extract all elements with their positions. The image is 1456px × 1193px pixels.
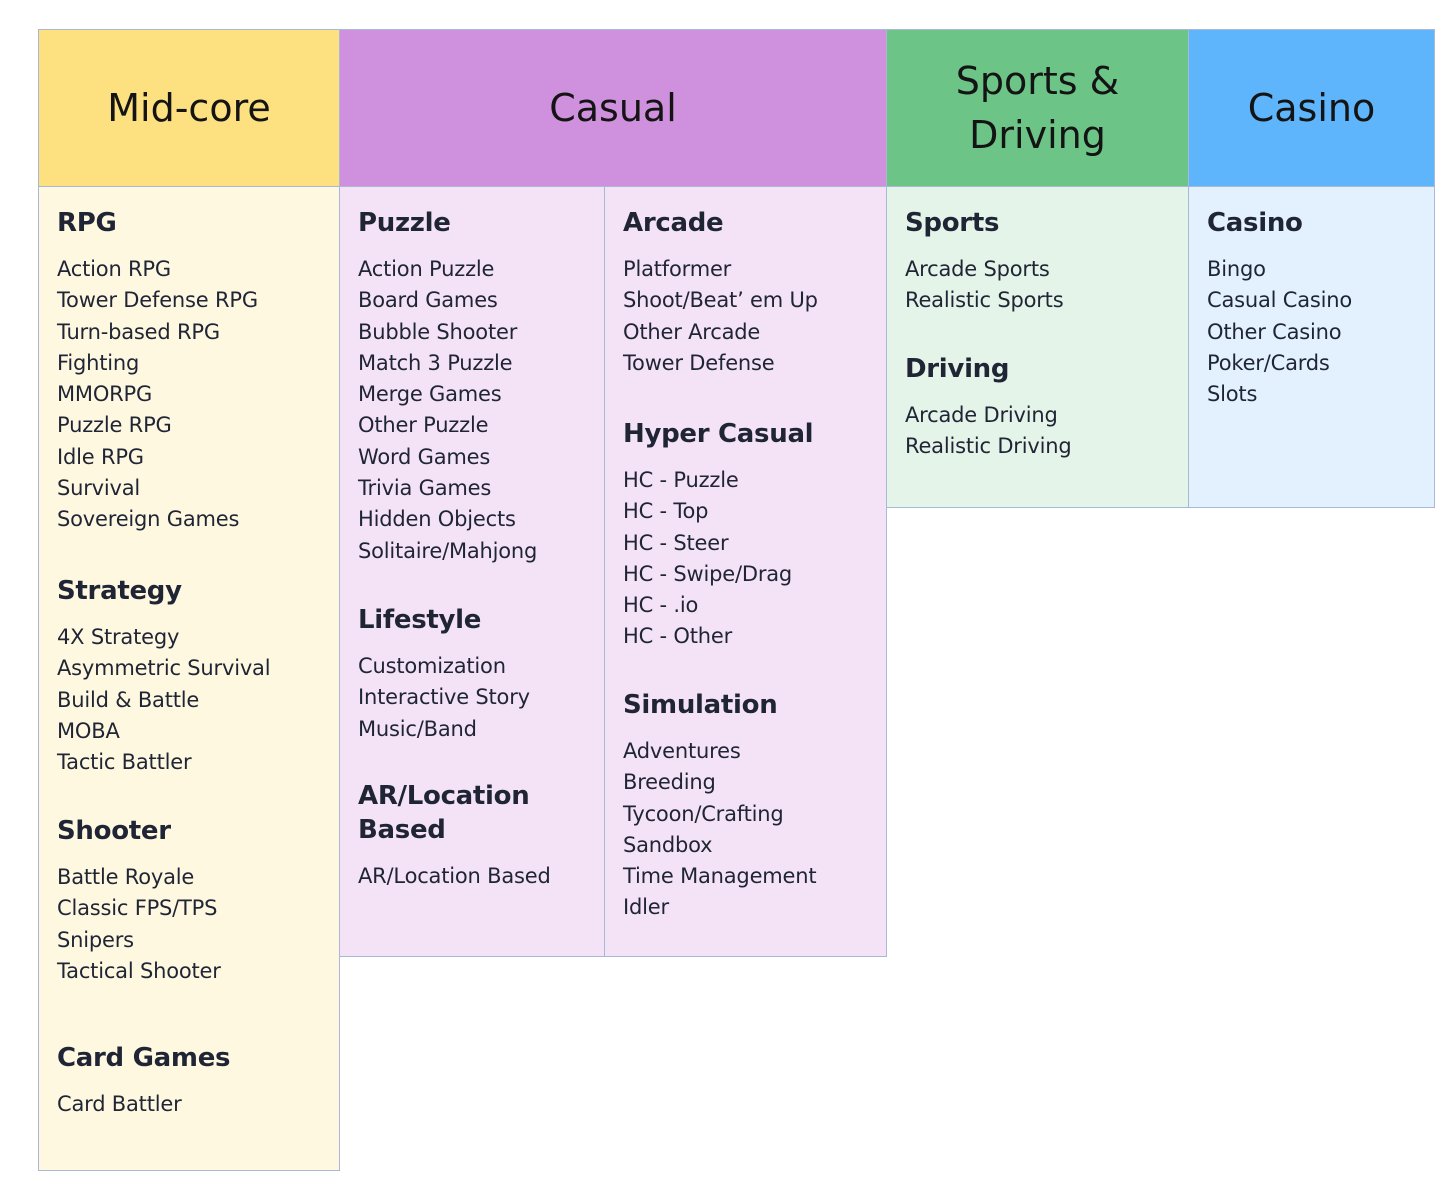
section-title: AR/Location Based <box>358 781 530 845</box>
genre-item: Customization <box>358 654 506 678</box>
header-midcore: Mid-core <box>38 29 340 187</box>
section-title: Shooter <box>57 816 171 846</box>
genre-item: Action RPG <box>57 257 171 281</box>
genre-item: Snipers <box>57 927 134 952</box>
header-casino: Casino <box>1188 29 1435 187</box>
section-title: Driving <box>905 354 1010 384</box>
section-title: Card Games <box>57 1043 231 1073</box>
genre-item: Realistic Sports <box>905 288 1064 313</box>
genre-item: Other Puzzle <box>358 413 489 438</box>
genre-item: Tower Defense RPG <box>57 288 258 313</box>
header-casino-label: Casino <box>1247 86 1376 130</box>
genre-item: Bubble Shooter <box>358 319 518 344</box>
genre-item: Shoot/Beat’ em Up <box>623 288 818 313</box>
genre-item: Casual Casino <box>1207 288 1353 313</box>
genre-item: HC - Other <box>623 624 733 649</box>
genre-item: Classic FPS/TPS <box>57 896 218 921</box>
genre-item: Arcade Sports <box>905 257 1050 281</box>
genre-item: Battle Royale <box>57 865 195 889</box>
genre-item: Action Puzzle <box>358 257 495 281</box>
section-title: Strategy <box>57 576 182 606</box>
genre-item: Poker/Cards <box>1207 350 1330 375</box>
genre-item: Idler <box>623 895 669 920</box>
genre-item: Other Arcade <box>623 319 761 344</box>
genre-item: Slots <box>1207 382 1258 407</box>
genre-item: Music/Band <box>358 716 477 741</box>
genre-item: Realistic Driving <box>905 434 1072 459</box>
section-hyper-casual: Hyper Casual HC - Puzzle HC - Top HC - Stee… <box>623 417 882 653</box>
genre-item: MMORPG <box>57 382 153 407</box>
genre-item: Breeding <box>623 770 716 795</box>
header-midcore-label: Mid-core <box>107 86 271 130</box>
genre-item: Turn-based RPG <box>57 319 220 344</box>
genre-item: Asymmetric Survival <box>57 656 271 681</box>
genre-item: Board Games <box>358 288 498 313</box>
genre-item: Adventures <box>623 739 741 763</box>
genre-item: Tactic Battler <box>57 750 192 775</box>
genre-item: Interactive Story <box>358 685 530 710</box>
genre-item: Fighting <box>57 350 140 375</box>
genre-item: Card Battler <box>57 1092 182 1116</box>
genre-item: HC - Swipe/Drag <box>623 561 793 586</box>
genre-item: Solitaire/Mahjong <box>358 538 538 563</box>
genre-item: HC - Top <box>623 499 709 524</box>
section-title: Lifestyle <box>358 605 482 635</box>
genre-item: Time Management <box>623 864 817 889</box>
genre-item: Idle RPG <box>57 444 144 469</box>
genre-item: 4X Strategy <box>57 625 180 649</box>
genre-item: Puzzle RPG <box>57 413 172 438</box>
genre-item: Tower Defense <box>623 350 775 375</box>
section-title: Arcade <box>623 208 724 238</box>
genre-item: Merge Games <box>358 382 502 407</box>
genre-item: MOBA <box>57 718 120 743</box>
genre-item: Arcade Driving <box>905 403 1058 427</box>
header-sports-label: Sports & Driving <box>955 59 1120 157</box>
genre-item: HC - Puzzle <box>623 468 739 492</box>
section-title: Puzzle <box>358 208 451 238</box>
section-rpg: RPG Action RPG Tower Defense RPG Turn-based… <box>57 206 335 536</box>
section-title: Hyper Casual <box>623 419 814 449</box>
genre-item: Match 3 Puzzle <box>358 350 513 375</box>
genre-item: AR/Location Based <box>358 864 551 888</box>
genre-item: Survival <box>57 476 141 501</box>
genre-item: Platformer <box>623 257 732 281</box>
genre-item: Word Games <box>358 444 491 469</box>
genre-item: Tycoon/Crafting <box>623 801 784 826</box>
genre-item: Tactical Shooter <box>57 958 221 983</box>
column-midcore: RPG Action RPG Tower Defense RPG Turn-based… <box>38 186 340 1171</box>
section-title: RPG <box>57 208 117 238</box>
genre-item: Sovereign Games <box>57 507 240 532</box>
section-title: Sports <box>905 208 1000 238</box>
genre-item: HC - Steer <box>623 530 729 555</box>
genre-item: Bingo <box>1207 257 1266 281</box>
genre-item: Hidden Objects <box>358 507 516 532</box>
section-title: Simulation <box>623 690 778 720</box>
genre-item: Trivia Games <box>358 476 492 501</box>
header-casual: Casual <box>339 29 887 187</box>
genre-item: Sandbox <box>623 832 713 857</box>
header-casual-label: Casual <box>549 86 677 130</box>
genre-item: HC - .io <box>623 593 699 618</box>
section-title: Casino <box>1207 208 1303 238</box>
genre-item: Build & Battle <box>57 687 200 712</box>
genre-item: Other Casino <box>1207 319 1342 344</box>
header-sports: Sports & Driving <box>886 29 1189 187</box>
